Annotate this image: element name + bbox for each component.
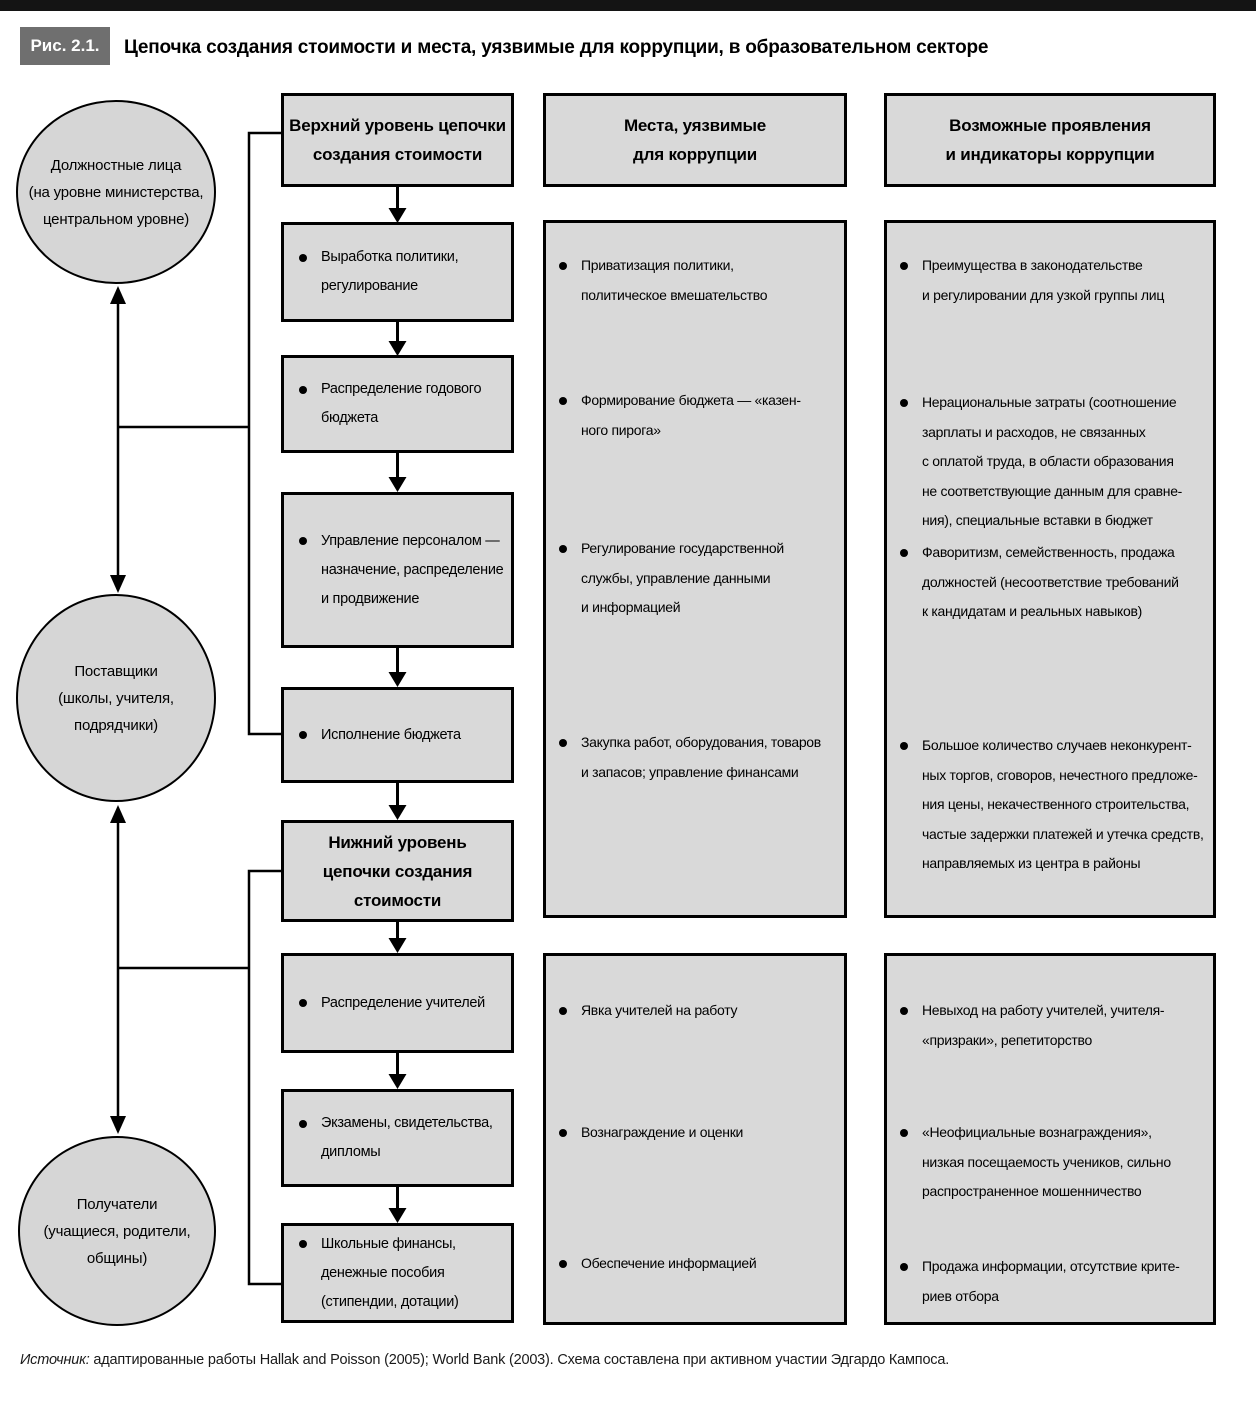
bullet-item: Невыход на работу учителей, учителя- «пр…	[900, 996, 1210, 1055]
step-label: Школьные финансы, денежные пособия (стип…	[299, 1230, 459, 1317]
bullet-item: Обеспечение информацией	[559, 1249, 841, 1279]
double-arrow-suppliers-recipients	[110, 805, 126, 1134]
flow-arrow	[388, 1187, 407, 1223]
step-box-school-finance: Школьные финансы, денежные пособия (стип…	[281, 1223, 514, 1323]
flow-arrow	[388, 922, 407, 953]
source-note: Источник: адаптированные работы Hallak a…	[20, 1352, 949, 1368]
chain-top-header-box: Верхний уровень цепочки создания стоимос…	[281, 93, 514, 187]
vulnerabilities-top-box: Приватизация политики, политическое вмеш…	[543, 220, 847, 918]
source-prefix: Источник:	[20, 1352, 90, 1368]
bullet-item: Закупка работ, оборудования, товаров и з…	[559, 728, 841, 787]
bullet-item: Фаворитизм, семейственность, продажа дол…	[900, 538, 1210, 627]
indicators-top-box: Преимущества в законодательстве и регули…	[884, 220, 1216, 918]
figure-label: Рис. 2.1.	[20, 27, 110, 65]
actor-circle-recipients: Получатели (учащиеся, родители, общины)	[18, 1136, 216, 1326]
step-label: Исполнение бюджета	[299, 721, 461, 750]
step-label: Распределение годового бюджета	[299, 375, 482, 433]
flow-arrow	[388, 187, 407, 223]
step-label: Экзамены, свидетельства, дипломы	[299, 1109, 493, 1167]
bullet-item: Преимущества в законодательстве и регули…	[900, 251, 1210, 310]
bullet-item: Регулирование государственной службы, уп…	[559, 534, 841, 623]
bullet-item: Нерациональные затраты (соотношение зарп…	[900, 388, 1210, 536]
elbow-connector-top	[247, 131, 281, 736]
double-arrow-officials-suppliers	[110, 286, 126, 593]
step-label: Управление персоналом — назначение, расп…	[299, 527, 504, 614]
top-border-bar	[0, 0, 1256, 11]
indicators-bottom-box: Невыход на работу учителей, учителя- «пр…	[884, 953, 1216, 1325]
actor-circle-officials: Должностные лица (на уровне министерства…	[16, 100, 216, 284]
vulnerabilities-bottom-box: Явка учителей на работу Вознаграждение и…	[543, 953, 847, 1325]
chain-bottom-header-box: Нижний уровень цепочки создания стоимост…	[281, 820, 514, 922]
bullet-item: Продажа информации, отсутствие крите- ри…	[900, 1252, 1210, 1311]
step-box-personnel: Управление персоналом — назначение, расп…	[281, 492, 514, 648]
flow-arrow	[388, 322, 407, 356]
step-box-teacher-distribution: Распределение учителей	[281, 953, 514, 1053]
flow-arrow	[388, 783, 407, 820]
flow-arrow	[388, 1053, 407, 1089]
step-box-budget-allocation: Распределение годового бюджета	[281, 355, 514, 453]
flow-arrow	[388, 453, 407, 492]
source-text: адаптированные работы Hallak and Poisson…	[89, 1352, 950, 1368]
vulnerabilities-header-box: Места, уязвимые для коррупции	[543, 93, 847, 187]
indicators-header-box: Возможные проявления и индикаторы корруп…	[884, 93, 1216, 187]
step-box-budget-execution: Исполнение бюджета	[281, 687, 514, 783]
elbow-connector-bottom	[247, 869, 281, 1286]
step-box-exams: Экзамены, свидетельства, дипломы	[281, 1089, 514, 1187]
bullet-item: Приватизация политики, политическое вмеш…	[559, 251, 841, 310]
bullet-item: Большое количество случаев неконкурент- …	[900, 731, 1210, 879]
figure-title: Цепочка создания стоимости и места, уязв…	[124, 37, 989, 58]
bullet-item: Вознаграждение и оценки	[559, 1118, 841, 1148]
bullet-item: Формирование бюджета — «казен- ного пиро…	[559, 386, 841, 445]
bullet-item: «Неофициальные вознаграждения», низкая п…	[900, 1118, 1210, 1207]
step-box-policy: Выработка политики, регулирование	[281, 222, 514, 322]
actor-circle-suppliers: Поставщики (школы, учителя, подрядчики)	[16, 594, 216, 802]
step-label: Распределение учителей	[299, 989, 485, 1018]
flow-arrow	[388, 648, 407, 687]
bullet-item: Явка учителей на работу	[559, 996, 841, 1026]
step-label: Выработка политики, регулирование	[299, 243, 459, 301]
